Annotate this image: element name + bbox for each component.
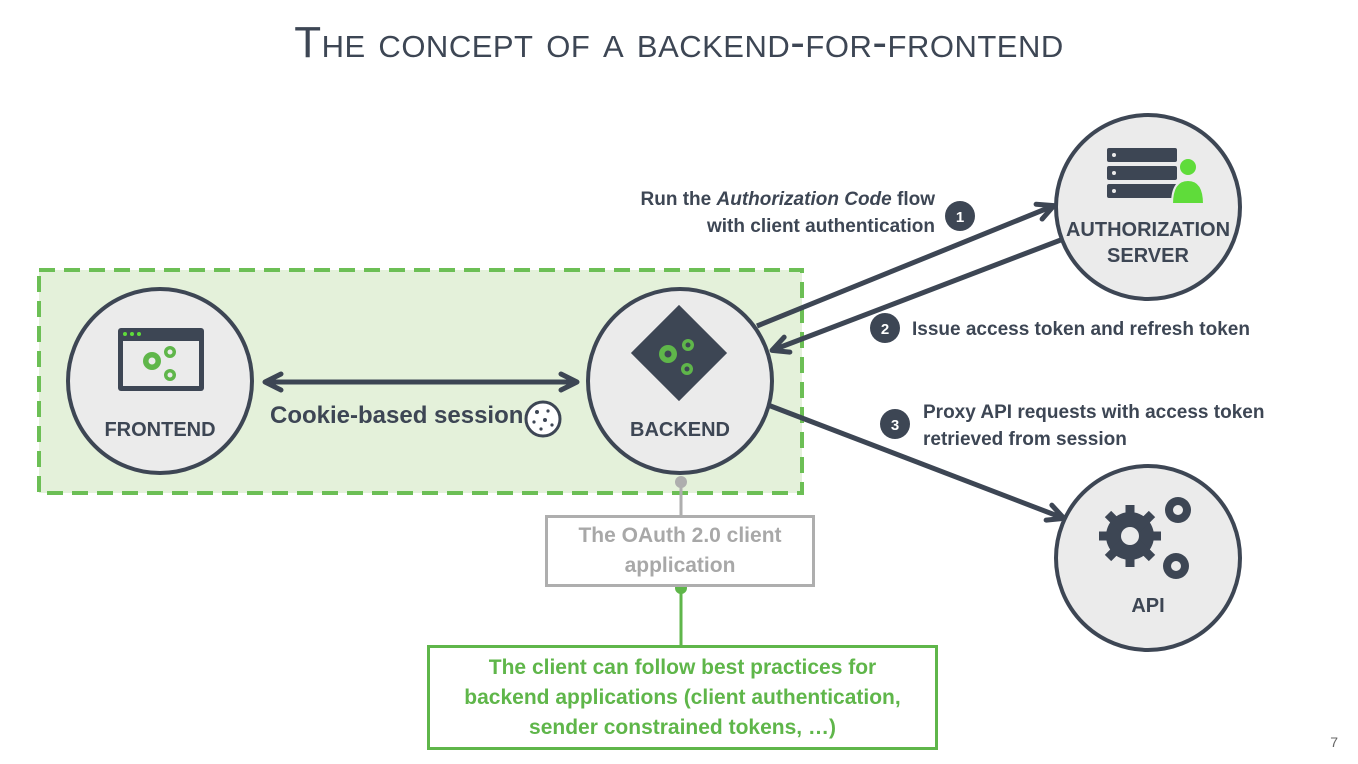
backend-diamond-icon bbox=[630, 304, 728, 402]
best-practices-box: The client can follow best practices for… bbox=[427, 645, 938, 750]
frontend-label: FRONTEND bbox=[104, 419, 215, 441]
authorization-server-node bbox=[1054, 113, 1242, 301]
step-3-number: 3 bbox=[891, 417, 899, 434]
page-title: The concept of a backend-for-frontend bbox=[294, 18, 1064, 67]
authorization-server-label-line2: SERVER bbox=[1107, 245, 1189, 267]
step-2-text: Issue access token and refresh token bbox=[912, 316, 1250, 343]
step-1-text: Run the Authorization Code flow with cli… bbox=[641, 186, 935, 240]
page-number: 7 bbox=[1330, 734, 1338, 750]
step-1-line2: with client authentication bbox=[706, 216, 935, 237]
api-gears-icon bbox=[1099, 497, 1191, 579]
best-practices-line2: backend applications (client authenticat… bbox=[464, 685, 901, 709]
oauth-client-box: The OAuth 2.0 client application bbox=[545, 515, 815, 587]
step-3-line1: Proxy API requests with access token bbox=[923, 402, 1265, 423]
gears-icon bbox=[143, 346, 176, 381]
best-practices-line1: The client can follow best practices for bbox=[488, 655, 877, 679]
browser-window-icon bbox=[118, 328, 204, 391]
connector-dot-gray bbox=[675, 476, 687, 488]
authorization-server-label-line1: AUTHORIZATION bbox=[1066, 219, 1230, 241]
arrow-step2 bbox=[769, 235, 1067, 355]
oauth-client-line1: The OAuth 2.0 client bbox=[578, 524, 782, 547]
cookie-icon bbox=[524, 400, 562, 438]
step-3-text: Proxy API requests with access token ret… bbox=[923, 399, 1264, 453]
step-1-prefix: Run the bbox=[640, 189, 717, 210]
step-badge-1: 1 bbox=[945, 201, 975, 231]
step-badge-2: 2 bbox=[870, 313, 900, 343]
backend-gears-icon bbox=[659, 339, 694, 375]
step-1-number: 1 bbox=[956, 209, 964, 226]
cookie-session-label: Cookie-based session bbox=[270, 402, 524, 429]
step-3-line2: retrieved from session bbox=[923, 429, 1127, 450]
arrow-step3 bbox=[767, 402, 1067, 523]
step-1-italic: Authorization Code bbox=[716, 189, 892, 210]
step-2-number: 2 bbox=[881, 321, 889, 338]
step-1-suffix: flow bbox=[891, 189, 935, 210]
api-label: API bbox=[1131, 595, 1164, 617]
backend-label: BACKEND bbox=[630, 419, 730, 441]
step-badge-3: 3 bbox=[880, 409, 910, 439]
oauth-client-line2: application bbox=[624, 554, 736, 577]
step-2-line1: Issue access token and refresh token bbox=[912, 319, 1250, 340]
server-user-icon bbox=[1107, 148, 1206, 205]
arrow-step1 bbox=[756, 201, 1057, 329]
best-practices-line3: sender constrained tokens, …) bbox=[529, 715, 836, 739]
